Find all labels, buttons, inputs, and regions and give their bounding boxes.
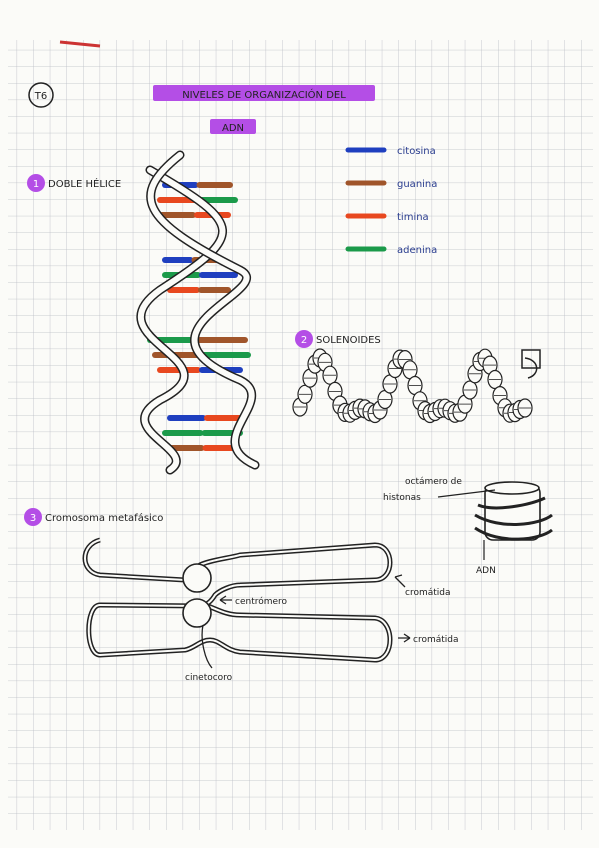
legend-item: citosina bbox=[345, 146, 436, 157]
octamer-label-2: histonas bbox=[383, 493, 421, 503]
label-chromatid-bottom: cromátida bbox=[413, 635, 459, 645]
double-helix-drawing bbox=[136, 150, 260, 475]
page-tear-mark bbox=[59, 40, 101, 48]
legend-item: guanina bbox=[345, 179, 437, 190]
legend-label: guanina bbox=[397, 179, 437, 190]
title-line-1: NIVELES DE ORGANIZACIÓN DEL bbox=[182, 88, 346, 101]
nucleosome-drawing: octámero de histonas ADN bbox=[383, 477, 553, 576]
label-chromatid-top: cromátida bbox=[405, 588, 451, 598]
legend-label: adenina bbox=[397, 245, 437, 256]
legend-label: timina bbox=[397, 212, 429, 223]
dna-label: ADN bbox=[476, 566, 496, 576]
dna-wrap bbox=[474, 496, 553, 541]
centromere-circle-top bbox=[182, 563, 212, 593]
helix-strand-1 bbox=[137, 167, 226, 473]
svg-text:2: 2 bbox=[301, 335, 307, 346]
centromere-circle-bottom bbox=[182, 598, 212, 628]
svg-text:1: 1 bbox=[33, 179, 39, 190]
page-title: NIVELES DE ORGANIZACIÓN DEL ADN bbox=[153, 85, 375, 134]
svg-text:T6: T6 bbox=[34, 91, 47, 102]
title-line-2: ADN bbox=[222, 123, 244, 134]
label-kinetochore: cinetocoro bbox=[185, 673, 233, 683]
svg-text:SOLENOIDES: SOLENOIDES bbox=[316, 335, 381, 346]
section-2-heading: 2 SOLENOIDES bbox=[295, 330, 381, 348]
helix-strand-2 bbox=[147, 152, 258, 468]
base-pair-legend: citosina guanina timina adenina bbox=[345, 146, 437, 256]
solenoid-drawing bbox=[292, 348, 541, 424]
base-pair-rungs bbox=[147, 182, 251, 451]
legend-label: citosina bbox=[397, 146, 436, 157]
legend-item: timina bbox=[345, 212, 429, 223]
svg-text:3: 3 bbox=[30, 513, 36, 524]
label-centromere: centrómero bbox=[235, 596, 288, 607]
section-3-heading: 3 Cromosoma metafásico bbox=[24, 508, 163, 526]
page-number: T6 bbox=[28, 82, 54, 108]
metaphase-chromosome: cromátida centrómero cromátida cinetocor… bbox=[82, 537, 459, 683]
section-1-heading: 1 DOBLE HÉLICE bbox=[27, 174, 121, 192]
svg-text:Cromosoma metafásico: Cromosoma metafásico bbox=[45, 512, 163, 524]
legend-item: adenina bbox=[345, 245, 437, 256]
svg-text:DOBLE HÉLICE: DOBLE HÉLICE bbox=[48, 177, 121, 190]
grid-lines bbox=[8, 40, 593, 830]
nucleosome-end-box bbox=[521, 349, 541, 369]
octamer-label-1: octámero de bbox=[405, 477, 462, 487]
